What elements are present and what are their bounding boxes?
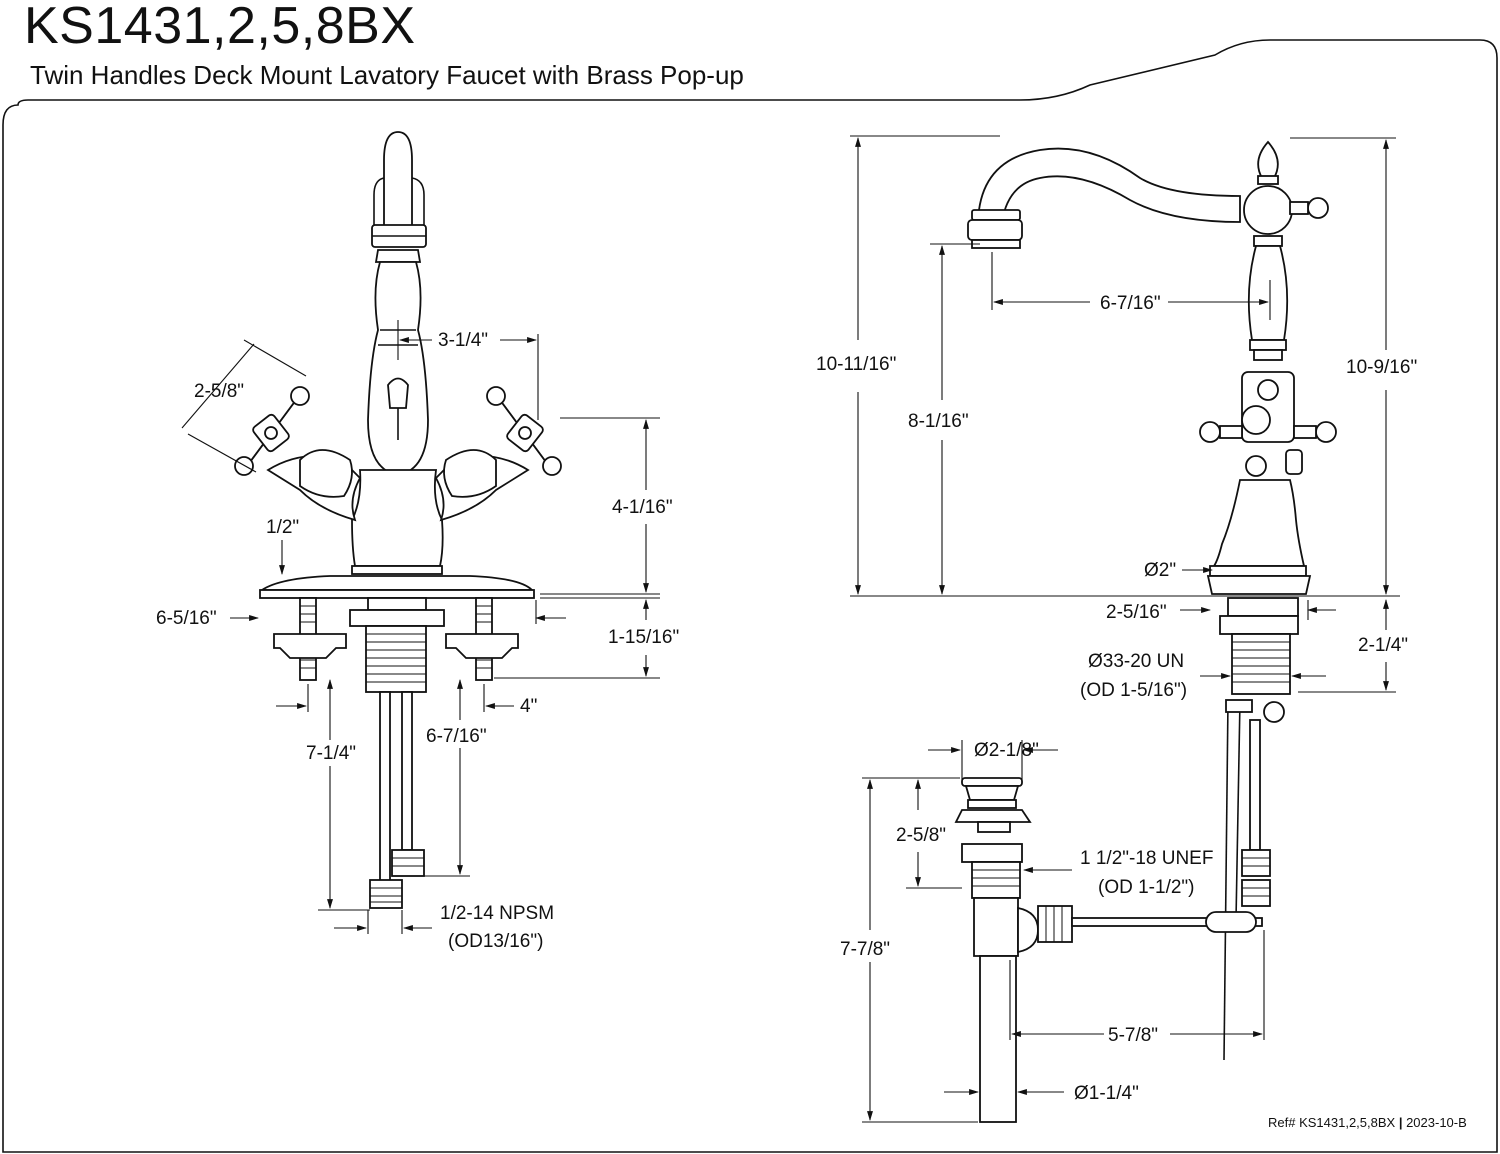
overall-height-label: 10-11/16" [816,354,897,375]
handle-length-label: 2-5/8" [194,381,245,402]
mount-thread-label: Ø33-20 UN [1088,651,1185,672]
spout-height-label: 8-1/16" [908,411,969,432]
supply-long-label: 7-1/4" [306,743,357,764]
revision-code: 2023-10-B [1406,1115,1467,1130]
drain-dimensions [862,740,1265,1123]
drain-length-label: 7-7/8" [840,939,891,960]
front-view-dimensions [181,320,660,934]
base-height-label: 1/2" [266,517,300,538]
handle-spread-label: 3-1/4" [438,330,489,351]
drain-thread-od-label: (OD 1-1/2") [1098,877,1195,898]
mount-length-label: 2-1/4" [1358,635,1409,656]
flange-height-label: 2-5/8" [896,825,947,846]
reference-number: Ref# KS1431,2,5,8BX [1268,1115,1396,1130]
product-description: Twin Handles Deck Mount Lavatory Faucet … [30,60,744,90]
rod-reach-label: 5-7/8" [1108,1025,1159,1046]
mount-thread-od-label: (OD 1-5/16") [1080,680,1188,701]
supply-short-label: 6-7/16" [426,726,487,747]
drain-thread-label: 1 1/2"-18 UNEF [1080,848,1214,869]
side-view-faucet [967,140,1337,1061]
front-view-faucet [234,131,562,909]
side-view-dimensions [850,135,1400,693]
sheet-border [2,39,1498,1153]
connection-od-label: (OD13/16") [448,931,544,952]
drain-assembly [954,777,1263,1123]
base-width-label: 6-5/16" [156,608,217,629]
handle-height-label: 4-1/16" [612,497,673,518]
tailpiece-diameter-label: Ø1-1/4" [1074,1083,1139,1104]
base-diameter-label: Ø2" [1144,560,1177,581]
inlet-spacing-label: 4" [520,696,538,717]
model-number: KS1431,2,5,8BX [24,0,416,55]
shank-length-label: 1-15/16" [608,627,680,648]
mount-width-label: 2-5/16" [1106,602,1167,623]
connection-label: 1/2-14 NPSM [440,903,555,924]
flange-diameter-label: Ø2-1/8" [974,740,1039,761]
reference-footer: Ref# KS1431,2,5,8BX | 2023-10-B [1268,1115,1467,1130]
body-height-label: 10-9/16" [1346,357,1418,378]
spout-reach-label: 6-7/16" [1100,293,1161,314]
